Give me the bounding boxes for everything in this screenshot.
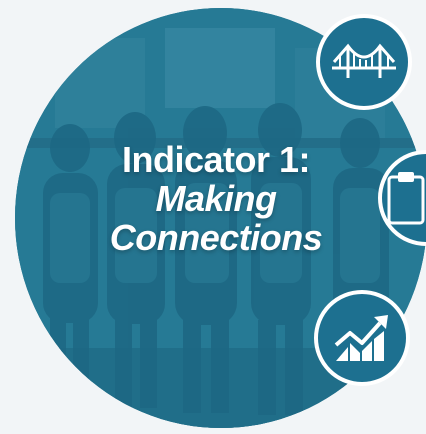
bridge-icon-badge	[316, 14, 412, 110]
indicator-title-line3: Connections	[109, 217, 323, 258]
indicator-title-line1: Indicator 1:	[121, 139, 311, 180]
growth-chart-icon-badge	[314, 290, 410, 386]
clipboard-icon	[387, 172, 425, 225]
indicator-title-line2: Making	[155, 178, 277, 219]
indicator-title: Indicator 1: Making Connections	[96, 140, 336, 257]
growth-chart-icon	[334, 315, 388, 361]
bridge-icon	[332, 43, 396, 78]
